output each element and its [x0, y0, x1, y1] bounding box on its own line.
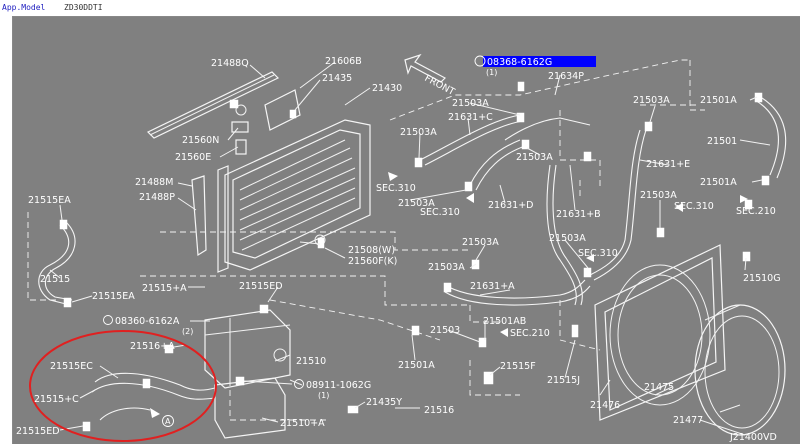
- symbol-n-icon: [294, 379, 304, 389]
- part-label[interactable]: 21503A: [452, 98, 489, 109]
- highlight-circle: [29, 330, 217, 442]
- part-qty: (1): [318, 391, 329, 400]
- section-ref[interactable]: SEC.210: [736, 206, 776, 217]
- part-label[interactable]: 21631+D: [488, 200, 534, 211]
- part-label[interactable]: 21476: [590, 400, 620, 411]
- mount-brackets: [231, 104, 249, 155]
- app-model-link[interactable]: App.Model: [2, 3, 46, 12]
- callout-a: A: [165, 417, 171, 426]
- part-label[interactable]: 21515J: [547, 375, 580, 386]
- part-label[interactable]: 21503A: [640, 190, 677, 201]
- hose-clamps: [59, 81, 770, 432]
- section-arrows: [150, 172, 748, 418]
- part-label[interactable]: 21508(W): [348, 245, 395, 256]
- part-label[interactable]: 21560F(K): [348, 256, 397, 267]
- part-label[interactable]: 21475: [644, 382, 674, 393]
- part-label[interactable]: 21503A: [400, 127, 437, 138]
- side-seal: [191, 175, 207, 257]
- part-labels[interactable]: 21488Q 21606B 21435 21430 21560N 21560E …: [16, 56, 781, 443]
- tank-bracket: [214, 377, 286, 439]
- part-label[interactable]: 21516: [424, 405, 454, 416]
- symbol-s-icon: [103, 315, 113, 325]
- diagram-frame: [12, 16, 800, 444]
- part-label[interactable]: 21516+A: [130, 341, 175, 352]
- part-label[interactable]: 21515+C: [34, 394, 79, 405]
- part-label[interactable]: 21501: [707, 136, 737, 147]
- reference-code: J21400VD: [729, 432, 777, 443]
- part-label[interactable]: 21515EA: [28, 195, 71, 206]
- highlight-box: [483, 56, 596, 67]
- reservoir-tank: [204, 309, 291, 389]
- overflow-hose: [91, 372, 216, 421]
- section-ref[interactable]: SEC.310: [578, 248, 618, 259]
- part-label[interactable]: 21606B: [325, 56, 362, 67]
- symbol-s-icon: [474, 55, 486, 67]
- fan-ring: [694, 304, 786, 436]
- header-bar: App.Model ZD30DDTI: [0, 0, 800, 16]
- part-label[interactable]: 21515EA: [92, 291, 135, 302]
- part-label[interactable]: 21435Y: [366, 397, 402, 408]
- section-ref[interactable]: SEC.310: [420, 207, 460, 218]
- part-label[interactable]: 21515: [40, 274, 70, 285]
- parts-diagram: FRONT 08368-6162G (1) A 21488Q 21606B 21…: [13, 17, 800, 444]
- part-label[interactable]: 21503A: [516, 152, 553, 163]
- reservoir-hose: [38, 221, 76, 306]
- section-ref[interactable]: SEC.310: [674, 201, 714, 212]
- part-label[interactable]: 21510+A: [280, 418, 325, 429]
- part-label[interactable]: 21631+C: [448, 112, 493, 123]
- part-label[interactable]: 08360-6162A: [115, 316, 180, 327]
- part-label[interactable]: 21503A: [398, 198, 435, 209]
- seal-strip: [146, 71, 280, 139]
- part-label[interactable]: 21510G: [743, 273, 781, 284]
- callout-a-circle: [162, 415, 174, 427]
- part-label[interactable]: 21503A: [549, 233, 586, 244]
- part-label[interactable]: 21510: [296, 356, 326, 367]
- part-label[interactable]: 21501A: [398, 360, 435, 371]
- part-label[interactable]: 21503: [430, 325, 460, 336]
- highlight-part-number[interactable]: 08368-6162G: [487, 57, 552, 68]
- section-ref[interactable]: SEC.210: [510, 328, 550, 339]
- assembly-outlines: [27, 59, 705, 421]
- part-label[interactable]: 21515F: [500, 361, 536, 372]
- part-label[interactable]: 21631+E: [646, 159, 690, 170]
- highlight-qty: (1): [486, 68, 497, 77]
- part-label[interactable]: 21501A: [700, 95, 737, 106]
- upper-hoses: [419, 97, 787, 306]
- part-label[interactable]: 21430: [372, 83, 402, 94]
- part-label[interactable]: 21501AB: [483, 316, 526, 327]
- fan-shroud: [594, 244, 726, 421]
- model-value: ZD30DDTI: [64, 3, 103, 12]
- part-label[interactable]: 21488M: [135, 177, 173, 188]
- part-label[interactable]: 21631+B: [556, 209, 601, 220]
- part-label[interactable]: 21503A: [633, 95, 670, 106]
- part-label[interactable]: 21515EC: [50, 361, 93, 372]
- highlighted-part[interactable]: 08368-6162G (1): [474, 55, 596, 77]
- part-label[interactable]: 21560E: [175, 152, 211, 163]
- part-label[interactable]: 21503A: [428, 262, 465, 273]
- lower-hose: [444, 279, 591, 306]
- part-label[interactable]: 21515ED: [16, 426, 60, 437]
- part-label[interactable]: 21515+A: [142, 283, 187, 294]
- leader-lines: [49, 61, 771, 431]
- section-ref[interactable]: SEC.310: [376, 183, 416, 194]
- part-label[interactable]: 21634P: [548, 71, 584, 82]
- part-label[interactable]: 21515ED: [239, 281, 283, 292]
- part-label[interactable]: 21488P: [139, 192, 175, 203]
- part-label[interactable]: 21435: [322, 73, 352, 84]
- part-label[interactable]: 21631+A: [470, 281, 515, 292]
- part-label[interactable]: 21488Q: [211, 58, 249, 69]
- part-label[interactable]: 21503A: [462, 237, 499, 248]
- part-label[interactable]: 21501A: [700, 177, 737, 188]
- radiator: [217, 89, 371, 273]
- part-label[interactable]: 21560N: [182, 135, 219, 146]
- diagram-background: [13, 17, 800, 444]
- part-label[interactable]: 08911-1062G: [306, 380, 371, 391]
- part-qty: (2): [182, 327, 193, 336]
- part-label[interactable]: 21477: [673, 415, 703, 426]
